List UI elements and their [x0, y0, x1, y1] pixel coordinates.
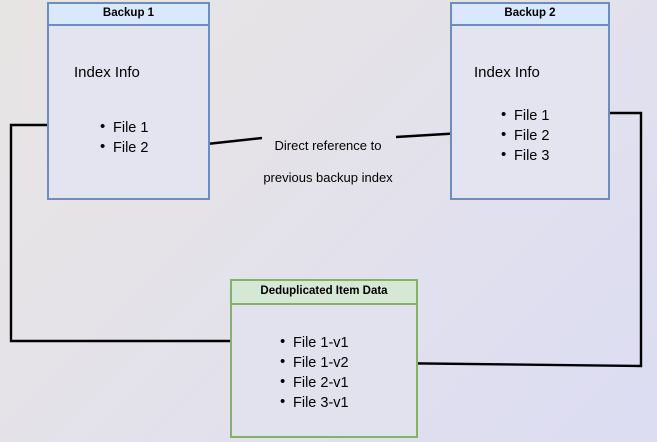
backup-1-index-info-label: Index Info — [74, 64, 140, 81]
direct-reference-caption: Direct reference to previous backup inde… — [262, 122, 394, 202]
list-item: File 1 — [100, 117, 149, 138]
list-item: File 3 — [501, 145, 550, 166]
deduplicated-item-data-header: Deduplicated Item Data — [232, 281, 416, 305]
list-item: File 1-v2 — [280, 352, 349, 373]
backup-2-header: Backup 2 — [452, 4, 608, 26]
backup-1-body: Index Info File 1 File 2 — [49, 26, 208, 198]
backup-1-file-list: File 1 File 2 — [97, 117, 149, 158]
list-item: File 2-v1 — [280, 372, 349, 393]
backup-2-index-info-label: Index Info — [474, 64, 540, 81]
list-item: File 2 — [501, 125, 550, 146]
list-item: File 1-v1 — [280, 332, 349, 353]
backup-1-header: Backup 1 — [49, 4, 208, 26]
caption-line-1: Direct reference to — [274, 138, 382, 153]
list-item: File 2 — [100, 137, 149, 158]
backup-2-box: Backup 2 Index Info File 1 File 2 File 3 — [450, 2, 610, 200]
list-item: File 1 — [501, 105, 550, 126]
dedup-file-list: File 1-v1 File 1-v2 File 2-v1 File 3-v1 — [277, 332, 349, 413]
deduplicated-item-data-body: File 1-v1 File 1-v2 File 2-v1 File 3-v1 — [232, 305, 416, 436]
backup-1-box: Backup 1 Index Info File 1 File 2 — [47, 2, 210, 200]
deduplicated-item-data-box: Deduplicated Item Data File 1-v1 File 1-… — [230, 279, 418, 438]
list-item: File 3-v1 — [280, 392, 349, 413]
backup-2-file-list: File 1 File 2 File 3 — [498, 105, 550, 166]
backup-2-body: Index Info File 1 File 2 File 3 — [452, 26, 608, 198]
caption-line-2: previous backup index — [263, 170, 393, 185]
